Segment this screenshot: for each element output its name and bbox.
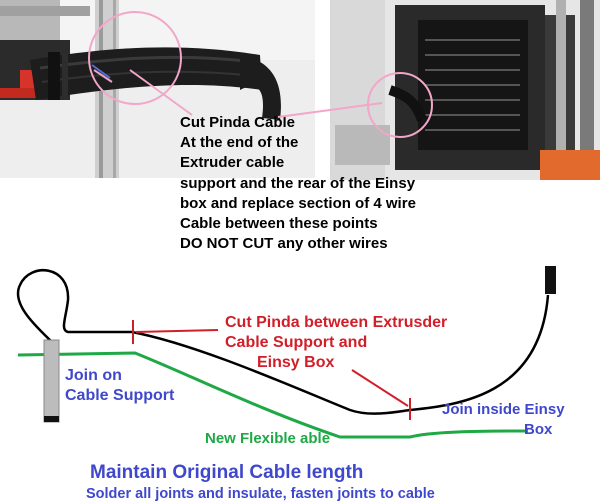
- join-label-line: Cable Support: [65, 387, 175, 404]
- join-label-line: Join inside Einsy: [442, 401, 565, 418]
- photo-einsy-box: [330, 0, 600, 180]
- cut-pointer-left: [135, 329, 219, 333]
- caption-line: Cable between these points: [180, 215, 378, 233]
- leader-line-right: [277, 102, 383, 118]
- join-label-line: Box: [524, 421, 553, 438]
- caption-line: Cut Pinda Cable: [180, 114, 296, 131]
- join-cable-support-label: Join on Cable Support: [65, 366, 174, 406]
- caption-line: Extruder cable: [180, 154, 285, 172]
- einsy-connector: [545, 266, 556, 294]
- cut-label-line: Cut Pinda between Extrusder: [225, 314, 448, 331]
- photo-extruder-cable: [0, 0, 315, 178]
- leader-line-left: [129, 69, 193, 116]
- maintain-length-text: Maintain Original Cable length: [90, 462, 364, 483]
- join-einsy-label: Join inside Einsy Box: [442, 400, 565, 440]
- caption-line: support and the rear of the Einsy: [180, 174, 416, 192]
- join-label-line: Join on: [65, 367, 122, 384]
- caption-line: At the end of the: [180, 134, 299, 152]
- original-cable-line: [16, 269, 550, 415]
- caption-line: DO NOT CUT any other wires: [180, 235, 388, 253]
- cable-support-block: [43, 339, 60, 423]
- caption-line: box and replace section of 4 wire: [180, 194, 416, 212]
- cut-pointer-right: [351, 369, 409, 407]
- new-cable-line: [17, 351, 529, 439]
- cut-label-line: Cable Support and: [225, 334, 368, 351]
- cut-label: Cut Pinda between Extrusder Cable Suppor…: [225, 313, 447, 373]
- new-cable-label: New Flexible able: [205, 430, 331, 447]
- photo-caption: Cut Pinda Cable At the end of the Extrud…: [180, 113, 416, 254]
- solder-instructions-text: Solder all joints and insulate, fasten j…: [86, 486, 435, 502]
- cut-label-line: Einsy Box: [257, 354, 335, 371]
